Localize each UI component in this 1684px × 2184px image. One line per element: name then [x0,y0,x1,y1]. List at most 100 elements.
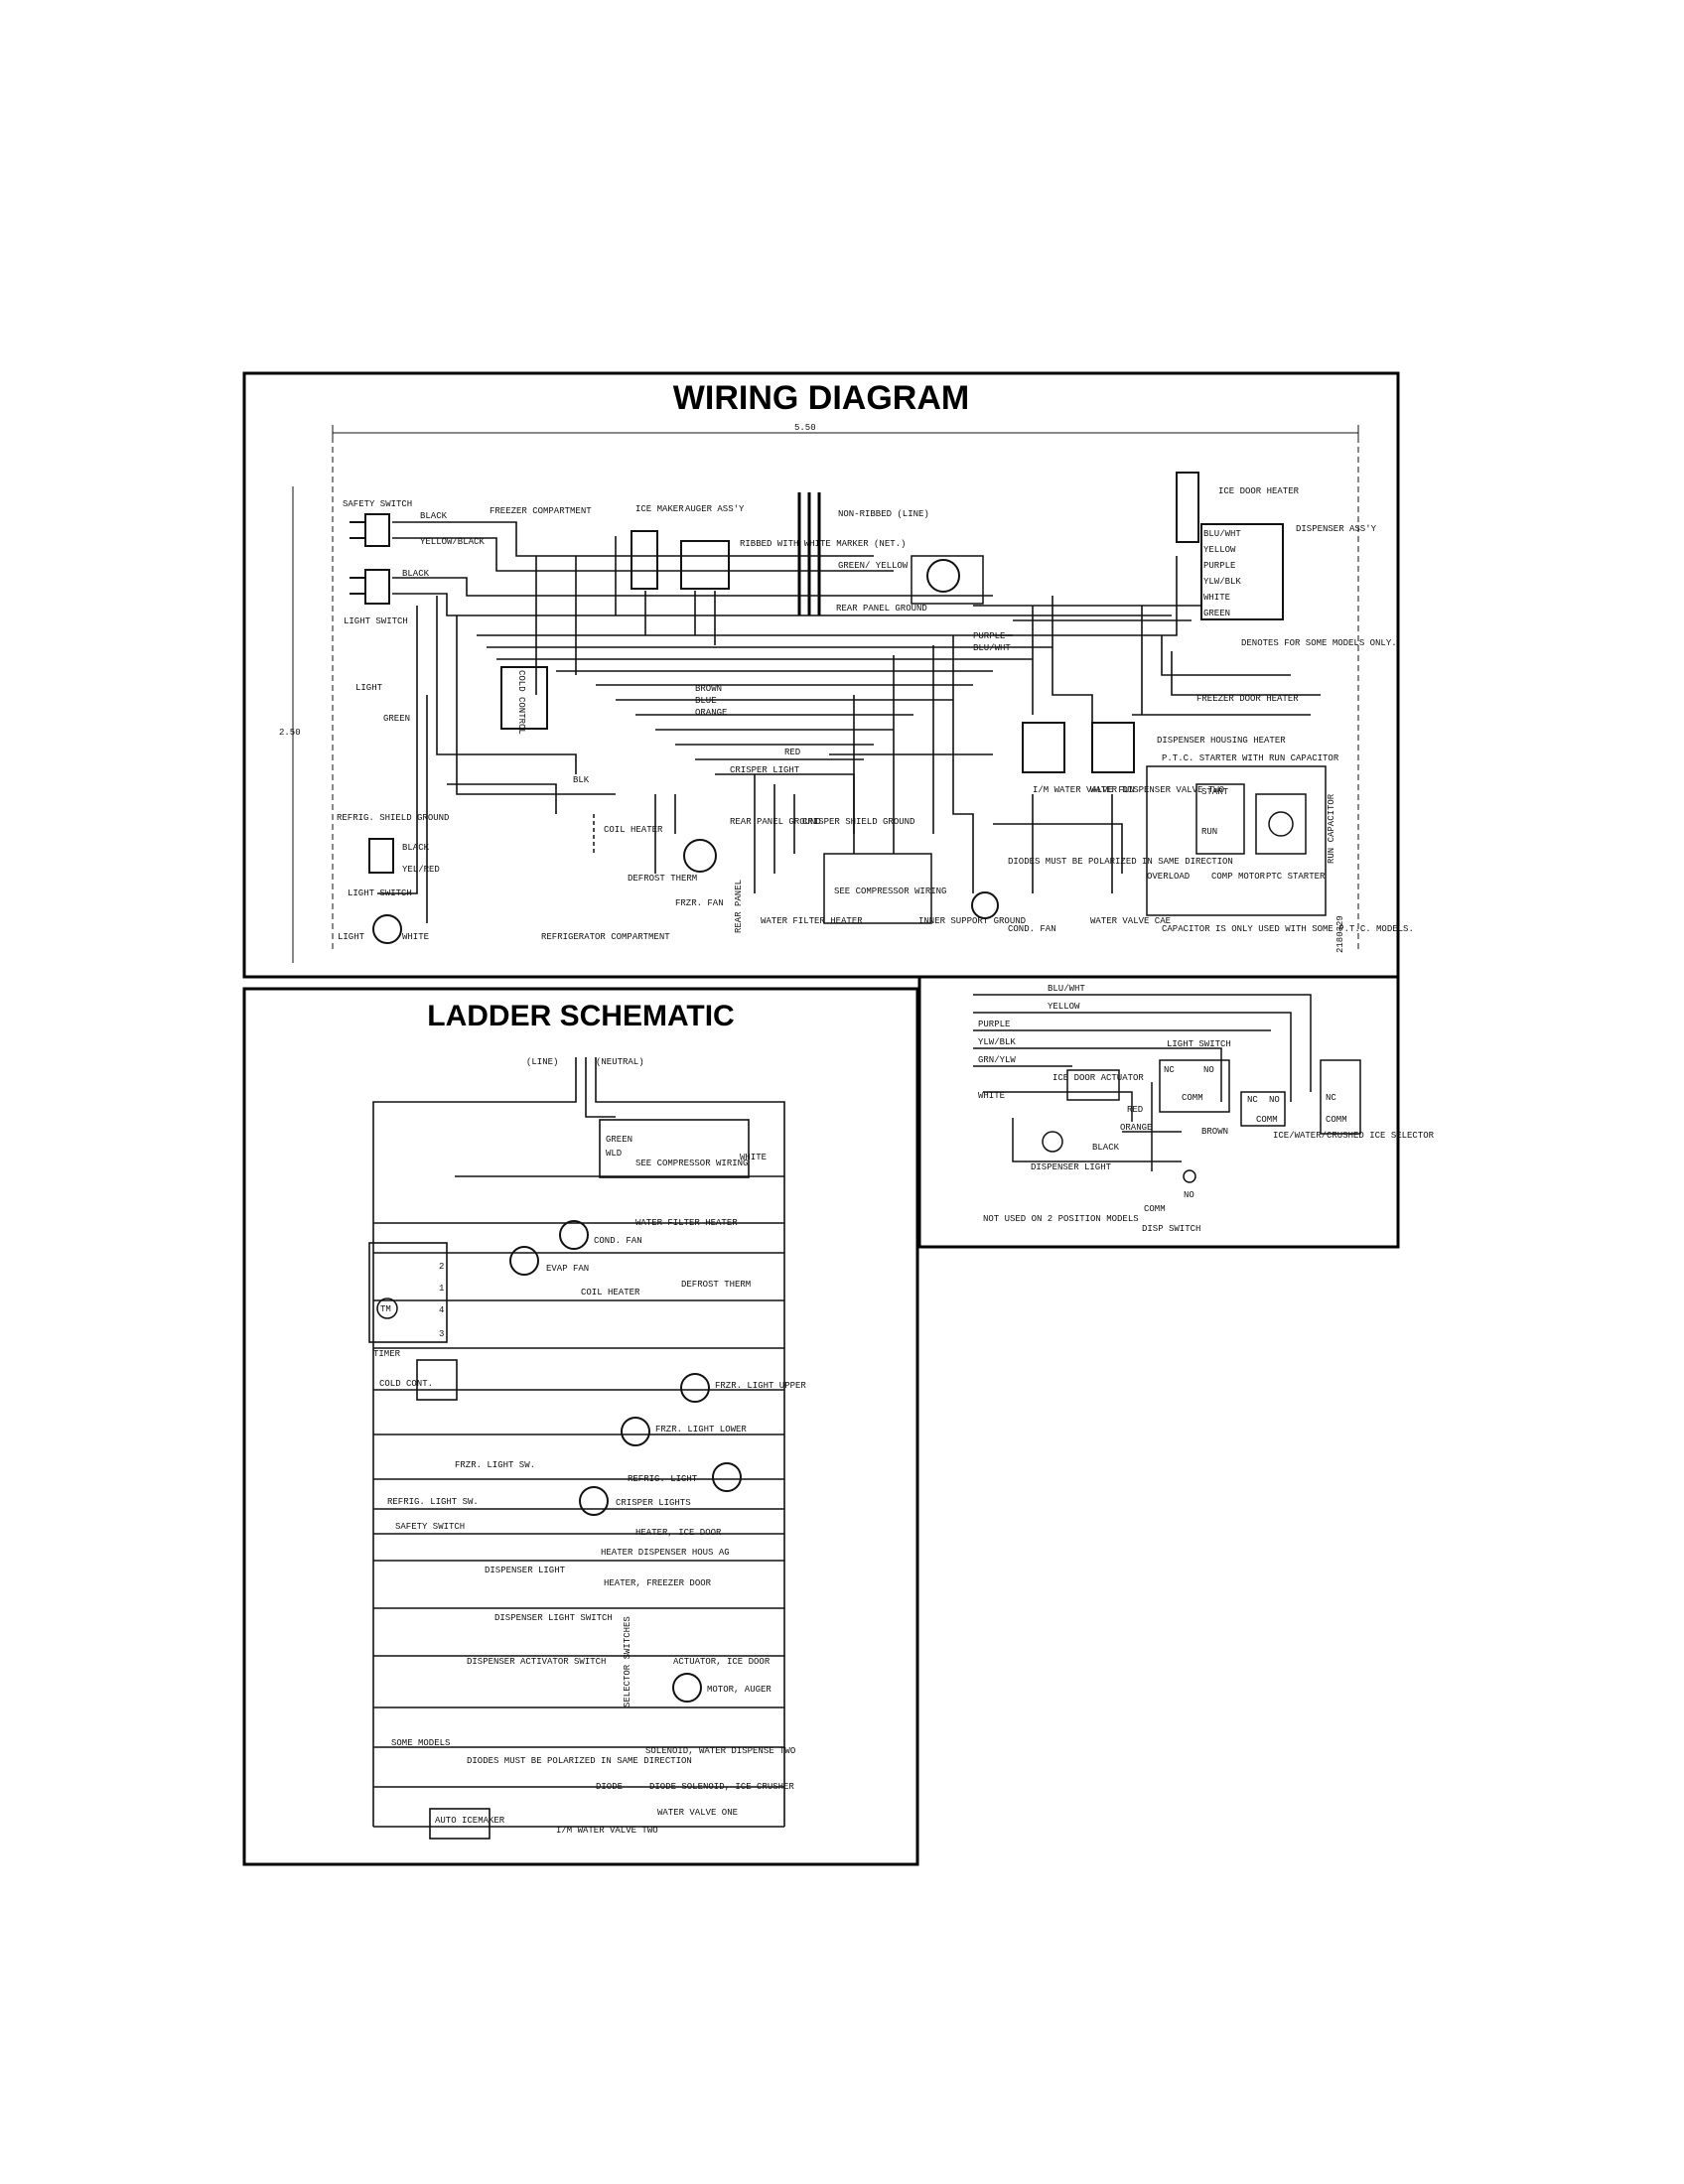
label-cold-control: COLD CONTROL [516,670,526,735]
label-rear-panel: REAR PANEL [734,880,744,933]
ladder-schematic-frame [242,987,919,1866]
label-freezer-door-heater: FREEZER DOOR HEATER [1196,694,1299,704]
label-non-ribbed: NON-RIBBED (LINE) [838,509,929,519]
label-run: RUN [1201,827,1217,837]
ladder-label-timer: TIMER [373,1349,401,1359]
label-ice-water-valve: I/M WATER VALVE FUN [1033,785,1135,795]
inset-label-nc-2: NC [1247,1095,1258,1105]
label-water-valve: WATER VALVE CAE [1090,916,1171,926]
label-ice-door-heater: ICE DOOR HEATER [1218,486,1300,496]
ptc-starter-box: START RUN OVERLOAD COMP MOTOR PTC STARTE… [1146,765,1336,916]
label-rear-panel-ground-2: REAR PANEL GROUND [730,817,821,827]
inset-label-no-1: NO [1203,1065,1214,1075]
inset-label-ice-water-crushed: ICE/WATER/CRUSHED ICE SELECTOR [1273,1131,1435,1141]
label-black-2: BLACK [402,569,430,579]
inset-label-white: WHITE [978,1091,1005,1101]
label-ptc-starter: P.T.C. STARTER WITH RUN CAPACITOR [1162,753,1339,763]
ladder-label-frzr-light-lower: FRZR. LIGHT LOWER [655,1425,747,1434]
label-light-switch: LIGHT SWITCH [344,616,408,626]
auger-assy-component [680,540,730,590]
inset-label-red: RED [1127,1105,1143,1115]
label-rear-panel-ground: REAR PANEL GROUND [836,604,927,614]
ladder-label-refrig-light: REFRIG. LIGHT [628,1474,698,1484]
ladder-label-crisper-lights: CRISPER LIGHTS [616,1498,691,1508]
inset-label-dispenser-light: DISPENSER LIGHT [1031,1162,1112,1172]
label-refrigerator-compartment: REFRIGERATOR COMPARTMENT [541,932,670,942]
label-purple-2: PURPLE [973,631,1005,641]
label-light: LIGHT [355,683,383,693]
label-blue: BLUE [695,696,717,706]
evap-fan-icon [509,1246,539,1276]
inset-label-blu-wht: BLU/WHT [1048,984,1085,994]
refrig-light-bulb-icon [372,914,402,944]
ladder-label-evap-fan: EVAP FAN [546,1264,589,1274]
safety-switch-component: SAFETY SWITCH [343,499,412,547]
defrost-timer-icon [926,559,960,593]
ladder-label-dispenser-light: DISPENSER LIGHT [485,1566,566,1575]
auger-motor-icon [672,1673,702,1703]
inset-label-no-3: NO [1184,1190,1194,1200]
wiring-diagram: WIRING DIAGRAM 5.50 2.50 SAFETY SWITCH B… [242,371,1414,979]
ladder-label-solenoid-water: SOLENOID, WATER DISPENSE TWO [645,1746,795,1756]
ladder-label-diodes-note: DIODES MUST BE POLARIZED IN SAME DIRECTI… [467,1756,692,1766]
label-defrost-therm: DEFROST THERM [628,874,697,884]
dimension-top: 5.50 [794,423,816,433]
dimension-side: 2.50 [279,728,301,738]
dispenser-assy-block: ICE DOOR HEATER DISPENSER ASS'Y BLU/WHT … [1176,472,1377,620]
label-crisper-light: CRISPER LIGHT [730,765,800,775]
ladder-label-n2: 2 [439,1262,444,1272]
ladder-label-dispenser-light-switch: DISPENSER LIGHT SWITCH [494,1613,613,1623]
label-frzr-fan: FRZR. FAN [675,898,724,908]
inset-label-nc-3: NC [1326,1093,1336,1103]
ladder-label-cold-cont: COLD CONT. [379,1379,433,1389]
ice-maker-component [631,530,658,590]
label-water-dispenser-valve: WATER DISPENSER VALVE TWO [1090,785,1224,795]
ladder-label-white: WHITE [740,1153,767,1162]
ladder-label-neutral: (NEUTRAL) [596,1057,644,1067]
label-cond-fan: COND. FAN [1008,924,1056,934]
ladder-label-dispenser-activator: DISPENSER ACTIVATOR SWITCH [467,1657,606,1667]
ladder-label-n4: 4 [439,1305,444,1315]
ladder-label-see-compressor: SEE COMPRESSOR WIRING [635,1159,748,1168]
label-blk: BLK [573,775,590,785]
label-freezer-compartment: FREEZER COMPARTMENT [490,506,592,516]
ladder-label-frzr-light-sw: FRZR. LIGHT SW. [455,1460,535,1470]
ladder-label-selector-switches: SELECTOR SWITCHES [623,1616,632,1707]
ladder-label-water-valve-one: WATER VALVE ONE [657,1808,738,1818]
compressor-wiring-box [823,853,932,924]
inset-label-disp-switch: DISP SWITCH [1142,1224,1200,1234]
ladder-label-diode-solenoid-crusher: DIODE SOLENOID, ICE CRUSHER [649,1782,794,1792]
refrig-light-switch-component [368,838,394,874]
label-run-capacitor: RUN CAPACITOR [1327,793,1336,864]
label-light-2: LIGHT [338,932,365,942]
label-capacitor-note: CAPACITOR IS ONLY USED WITH SOME P.T.C. … [1162,924,1414,934]
label-denotes-some-models: DENOTES FOR SOME MODELS ONLY. [1241,638,1397,648]
ladder-label-green: GREEN [606,1135,632,1145]
ladder-label-safety-switch: SAFETY SWITCH [395,1522,465,1532]
ladder-label-n3: 3 [439,1329,444,1339]
ladder-label-refrig-light-sw: REFRIG. LIGHT SW. [387,1497,479,1507]
wiring-diagram-frame [242,371,1400,979]
ladder-label-n1: 1 [439,1284,444,1294]
ladder-label-motor-auger: MOTOR, AUGER [707,1685,772,1695]
ladder-label-heater-freezer-door: HEATER, FREEZER DOOR [604,1578,712,1588]
ladder-label-defrost-therm: DEFROST THERM [681,1280,751,1290]
inset-label-comm-4: COMM [1144,1204,1166,1214]
label-orange: ORANGE [695,708,727,718]
label-crisper-shield-ground: CRISPER SHIELD GROUND [802,817,914,827]
label-part-number: 2180329 [1335,915,1345,953]
ladder-label-wld: WLD [606,1149,622,1159]
inset-label-not-used-note: NOT USED ON 2 POSITION MODELS [983,1214,1139,1224]
label-black-3: BLACK [402,843,430,853]
inset-label-black: BLACK [1092,1143,1120,1153]
dispenser-inset: BLU/WHT YELLOW PURPLE YLW/BLK GRN/YLW WH… [917,977,1435,1249]
label-blu-wht: BLU/WHT [1203,529,1241,539]
inset-label-grn-ylw: GRN/YLW [978,1055,1016,1065]
refrig-light-icon [712,1462,742,1492]
label-green: GREEN [383,714,410,724]
cond-fan-icon [971,891,999,919]
label-ptc-starter-2: PTC STARTER [1266,872,1326,882]
ladder-label-im-water-valve-two: I/M WATER VALVE TWO [556,1826,658,1836]
ladder-label-some-models: SOME MODELS [391,1738,450,1748]
